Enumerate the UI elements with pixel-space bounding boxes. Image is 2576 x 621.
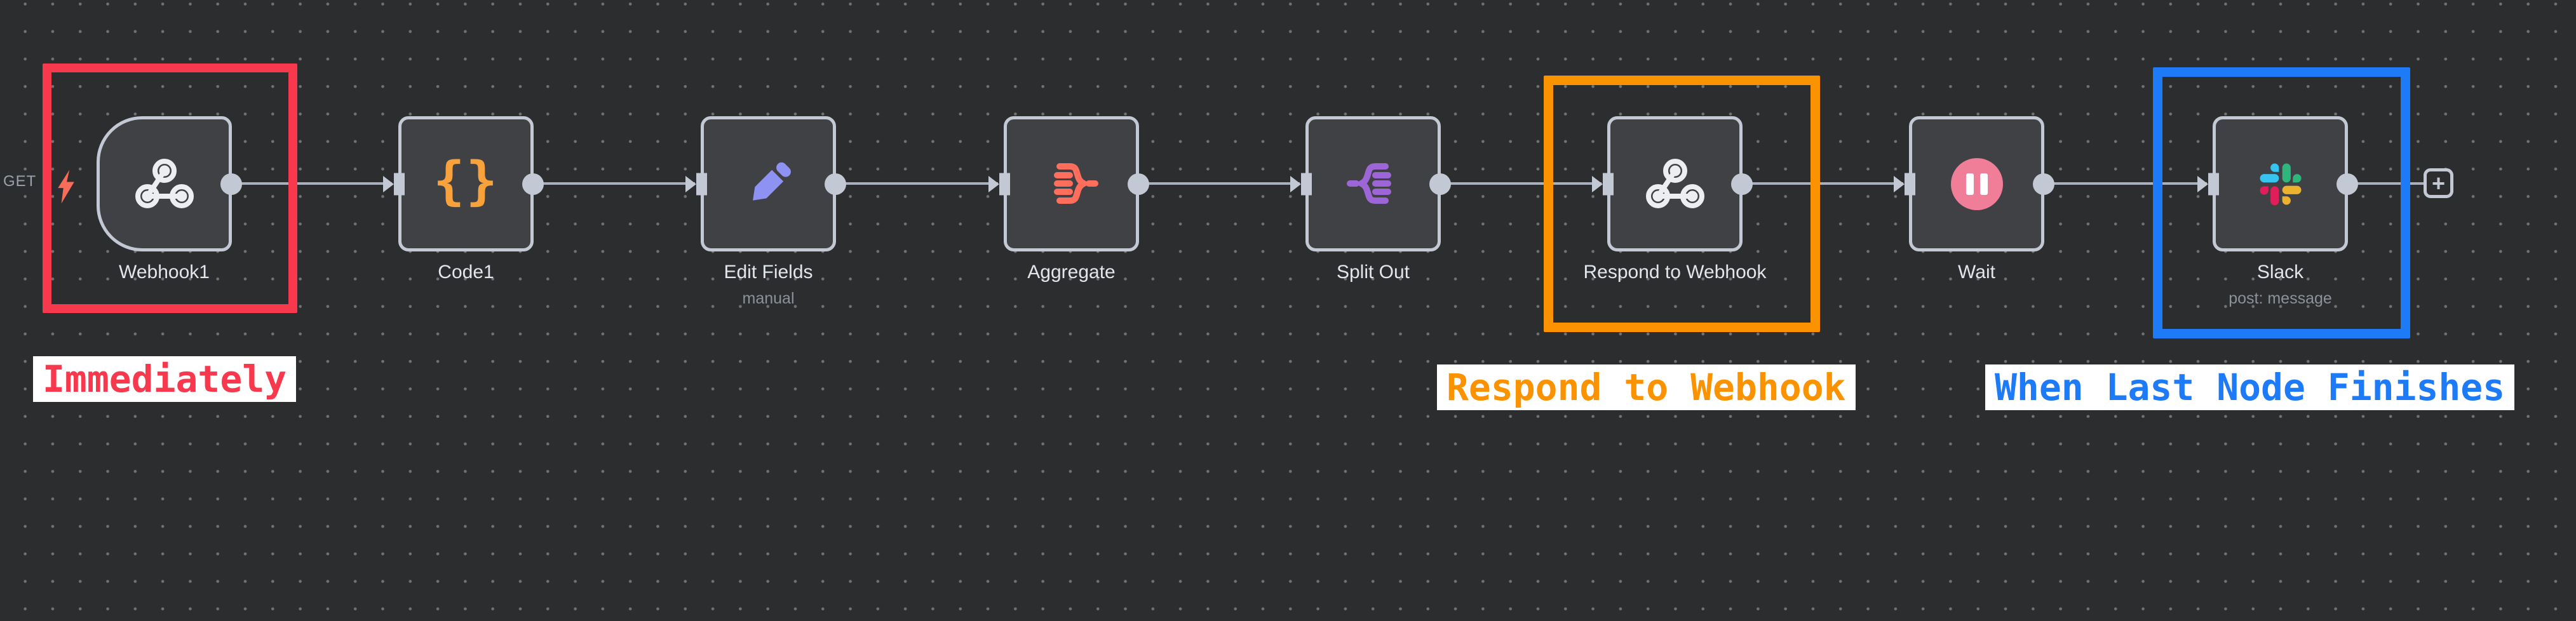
connection-splitout-respond — [1443, 182, 1602, 185]
input-arrow — [2197, 175, 2208, 192]
connection-wait-slack — [2047, 182, 2207, 185]
node-subtitle: manual — [742, 290, 795, 307]
webhook-icon — [135, 158, 194, 208]
input-port[interactable] — [1603, 173, 1614, 195]
connection-aggregate-splitout — [1142, 182, 1300, 185]
node-wait[interactable]: Wait — [1894, 116, 2054, 283]
node-title: Code1 — [438, 262, 494, 283]
node-code1[interactable]: {} Code1 — [383, 116, 544, 283]
input-port[interactable] — [394, 173, 405, 195]
output-port[interactable] — [825, 173, 846, 195]
input-port[interactable] — [696, 173, 707, 195]
output-port[interactable] — [2033, 173, 2054, 195]
node-title: Respond to Webhook — [1583, 262, 1767, 283]
input-port[interactable] — [999, 173, 1010, 195]
output-port[interactable] — [220, 173, 242, 195]
connection-slack-add — [2350, 182, 2425, 185]
node-edit-fields[interactable]: Edit Fields manual — [685, 116, 846, 307]
pause-icon — [1950, 157, 2003, 210]
input-port[interactable] — [2208, 173, 2219, 195]
node-webhook1[interactable]: Webhook1 — [58, 116, 242, 283]
highlight-box-webhook1 — [43, 63, 297, 313]
connection-method-label: GET — [0, 173, 40, 190]
connection-editfields-aggregate — [839, 182, 998, 185]
node-slack[interactable]: Slack post: message — [2197, 116, 2358, 307]
node-title: Slack — [2256, 262, 2304, 283]
input-arrow — [1894, 175, 1905, 192]
split-out-icon — [1346, 163, 1391, 204]
output-port[interactable] — [1128, 173, 1149, 195]
output-port[interactable] — [522, 173, 544, 195]
trigger-bolt-icon — [58, 170, 74, 204]
output-port[interactable] — [2337, 173, 2358, 195]
input-port[interactable] — [1905, 173, 1915, 195]
highlight-box-slack — [2153, 67, 2410, 338]
connection-code1-editfields — [536, 182, 695, 185]
annotation-immediately: Immediately — [33, 356, 297, 402]
node-title: Webhook1 — [119, 262, 210, 283]
input-arrow — [1592, 175, 1603, 192]
input-arrow — [685, 175, 696, 192]
aggregate-icon — [1053, 163, 1098, 204]
webhook-icon — [1645, 158, 1704, 208]
input-port[interactable] — [1301, 173, 1312, 195]
slack-icon — [2260, 163, 2301, 205]
input-arrow — [988, 175, 999, 192]
node-respond-to-webhook[interactable]: Respond to Webhook — [1584, 116, 1766, 283]
connection-webhook1-code1 — [234, 182, 392, 185]
node-title: Edit Fields — [724, 262, 813, 283]
annotation-respond-to-webhook: Respond to Webhook — [1437, 364, 1856, 410]
annotation-when-last-node-finishes: When Last Node Finishes — [1985, 364, 2515, 410]
input-arrow — [1290, 175, 1301, 192]
output-port[interactable] — [1429, 173, 1451, 195]
output-port[interactable] — [1731, 173, 1753, 195]
input-arrow — [383, 175, 394, 192]
node-aggregate[interactable]: Aggregate — [988, 116, 1149, 283]
node-split-out[interactable]: Split Out — [1290, 116, 1451, 283]
node-title: Wait — [1958, 262, 1995, 283]
add-node-button[interactable]: + — [2424, 168, 2453, 198]
code-braces-icon: {} — [433, 150, 499, 211]
node-subtitle: post: message — [2229, 290, 2332, 307]
pencil-icon — [752, 162, 791, 201]
node-title: Aggregate — [1027, 262, 1116, 283]
connection-respond-wait — [1745, 182, 1903, 185]
node-title: Split Out — [1336, 262, 1410, 283]
highlight-box-respond-to-webhook — [1544, 76, 1820, 332]
